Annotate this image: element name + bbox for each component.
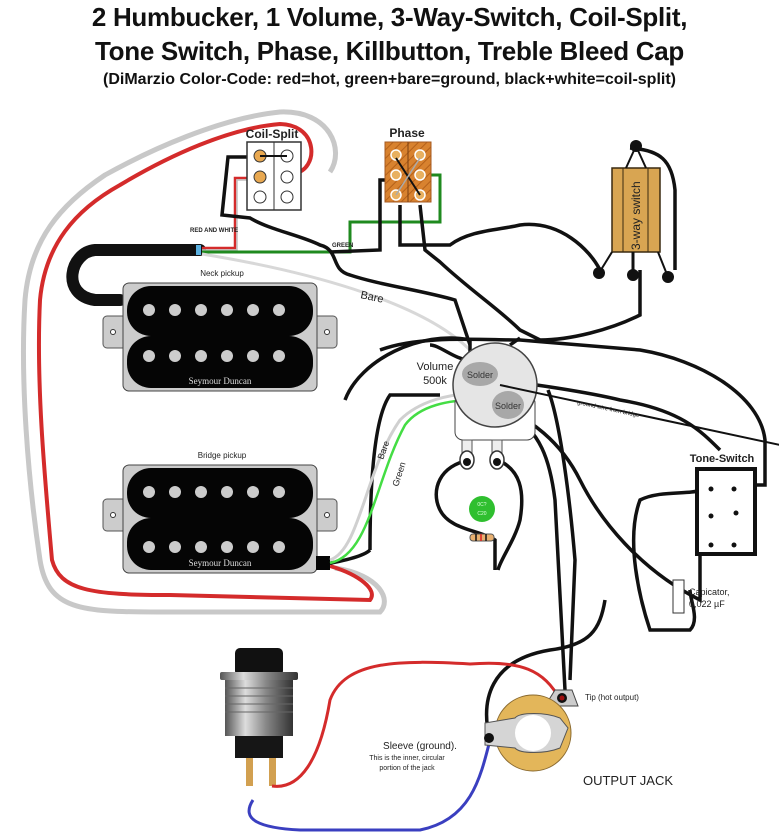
killbutton-red-wire [271, 660, 562, 788]
tone-switch-label: Tone-Switch [690, 453, 755, 465]
phase-label: Phase [389, 126, 425, 140]
wire-label-bare-neck: Bare [359, 289, 384, 306]
neck-pickup: Neck pickup Seymour Duncan [102, 269, 338, 392]
tip-label: Tip (hot output) [585, 693, 639, 702]
volume-label: Volume [417, 361, 454, 373]
neck-pickup-brand: Seymour Duncan [189, 376, 252, 386]
title-line-1: 2 Humbucker, 1 Volume, 3-Way-Switch, Coi… [91, 2, 688, 32]
phase-switch: Phase [384, 126, 432, 203]
neck-pickup-label: Neck pickup [200, 269, 244, 278]
killbutton [220, 648, 298, 786]
volume-value: 500k [423, 375, 447, 387]
wire-label-red-white: RED AND WHITE [190, 228, 238, 234]
green-wire [202, 173, 442, 254]
treble-bleed-resistor [469, 533, 495, 542]
tone-switch: Tone-Switch [690, 453, 757, 556]
bridge-pickup: Bridge pickup Seymour Duncan [102, 451, 338, 574]
wire-label-green-bridge: Green [390, 461, 407, 488]
killbutton-blue-wire [247, 739, 492, 832]
sleeve-note-1: This is the inner, circular [369, 755, 445, 762]
coil-split-switch: Coil-Split [246, 127, 302, 211]
capacitor: Capicator, 0,022 µF [672, 579, 730, 614]
three-way-switch: 3-way switch [593, 140, 674, 283]
title-line-2: Tone Switch, Phase, Killbutton, Treble B… [95, 36, 684, 66]
solder-label-2: Solder [495, 401, 521, 411]
bare-wire-neck [201, 252, 472, 352]
bridge-pickup-label: Bridge pickup [198, 451, 247, 460]
volume-pot: Volume 500k Solder Solder [417, 342, 538, 470]
cap-marking-1: 0C? [477, 502, 486, 508]
ground-wire-from-bridge [499, 384, 779, 446]
bridge-pickup-brand: Seymour Duncan [189, 558, 252, 568]
sleeve-label: Sleeve (ground). [383, 741, 457, 752]
bridge-bare-wire [329, 391, 471, 562]
title-line-3: (DiMarzio Color-Code: red=hot, green+bar… [103, 71, 676, 88]
bridge-green-wire [329, 398, 476, 565]
wire-label-green: GREEN [332, 243, 353, 249]
coil-split-label: Coil-Split [246, 127, 299, 141]
solder-label-1: Solder [467, 370, 493, 380]
capacitor-value: 0,022 µF [689, 599, 725, 609]
capacitor-label: Capicator, [689, 587, 730, 597]
cap-marking-2: C20 [477, 511, 486, 517]
treble-bleed-cap: 0C? C20 [469, 496, 495, 522]
white-wire-loop [21, 109, 387, 615]
red-wire-loop [36, 121, 374, 603]
wire-label-bare-bridge: Bare [375, 439, 391, 460]
output-jack-label: OUTPUT JACK [583, 773, 673, 788]
output-jack: Tip (hot output) Sleeve (ground). This i… [369, 689, 673, 788]
sleeve-note-2: portion of the jack [379, 765, 435, 772]
neck-cable [66, 244, 206, 306]
three-way-label: 3-way switch [629, 181, 643, 250]
cable-ring [196, 245, 201, 255]
